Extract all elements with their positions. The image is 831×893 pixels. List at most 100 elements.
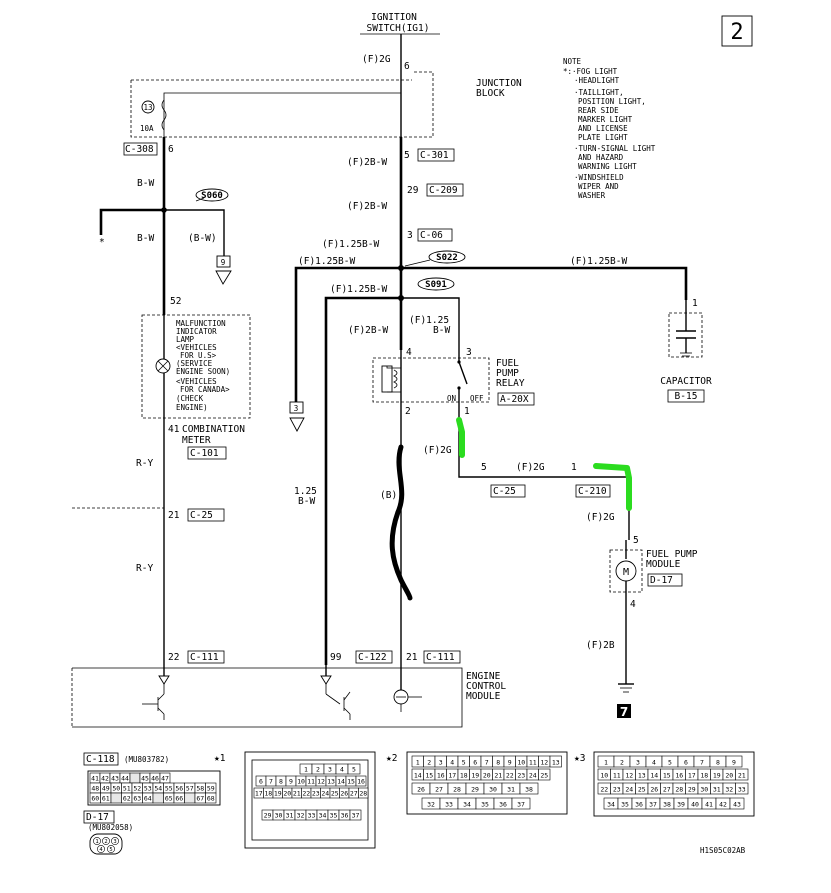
ecm-label-1: ENGINE <box>466 671 501 682</box>
connector-pin-number: 29 <box>264 812 272 820</box>
connector-pin-number: 37 <box>517 801 525 809</box>
pin-label: 3 <box>466 347 472 358</box>
junction-block: JUNCTION BLOCK 13 10A <box>130 71 522 138</box>
note-item: WIPER AND <box>578 182 619 191</box>
connector-pin-number: 34 <box>463 801 471 809</box>
connector-pin-number: 21 <box>293 790 301 798</box>
connector-pin-number: 28 <box>453 786 461 794</box>
connector-pin-number: 16 <box>437 772 445 780</box>
connector-pin-number: 21 <box>738 772 746 780</box>
terminal-9: 9 <box>221 258 226 267</box>
pin-label: 6 <box>168 144 174 155</box>
connector-pin-number: 11 <box>307 778 315 786</box>
ecm-label-3: MODULE <box>466 691 501 702</box>
connector-pin-cell <box>349 809 362 821</box>
wire-label: (F)2G <box>516 462 545 473</box>
connector-pin-number: 27 <box>663 786 671 794</box>
connector-pin-number: 15 <box>347 778 355 786</box>
malfunction-indicator-lamp: MALFUNCTION INDICATOR LAMP <VEHICLES FOR… <box>141 314 251 419</box>
connector-pin-number: 9 <box>289 778 293 786</box>
connector-pin-number: 5 <box>462 759 466 767</box>
combination-meter-label-2: METER <box>182 435 211 446</box>
connector-pin-number: 42 <box>101 775 109 783</box>
connector-pin-number: 48 <box>91 785 99 793</box>
connector-pin-number: 24 <box>529 772 537 780</box>
ignition-label-2: SWITCH(IG1) <box>367 23 430 34</box>
connector-pin-number: 32 <box>725 786 733 794</box>
connector-pin-number: 8 <box>279 778 283 786</box>
connector-pin-number: 3 <box>113 839 116 845</box>
connector-c122: C-122 <box>358 652 387 663</box>
connector-pin-number: 10 <box>517 759 525 767</box>
connector-c25-left: C-25 <box>190 510 213 521</box>
connector-pin-number: 23 <box>613 786 621 794</box>
connector-pin-cell <box>93 837 101 845</box>
junction-block-label-1: JUNCTION <box>476 78 522 89</box>
capacitor <box>668 300 703 358</box>
connector-pin-number: 37 <box>352 812 360 820</box>
wire-left-branch <box>294 266 401 402</box>
connector-pin-number: 60 <box>91 795 99 803</box>
connector-pin-number: 56 <box>175 785 183 793</box>
connector-pin-number: 33 <box>445 801 453 809</box>
connector-pin-number: 5 <box>352 766 356 774</box>
fuse-icon <box>141 100 155 114</box>
connector-pin-cell <box>205 792 217 804</box>
page-number: 2 <box>730 20 743 45</box>
mil-line: MALFUNCTION <box>176 319 226 328</box>
connector-pin-number: 43 <box>733 801 741 809</box>
connector-pin-number: 58 <box>196 785 204 793</box>
pin-label: 6 <box>404 61 410 72</box>
connector-star2: ★2 <box>386 753 397 764</box>
connector-d17-label: D-17 <box>86 812 109 823</box>
connector-pin-number: 4 <box>450 759 454 767</box>
connector-pin-cell <box>347 763 361 775</box>
ecm-label-2: CONTROL <box>466 681 506 692</box>
connector-pin-number: 28 <box>675 786 683 794</box>
pin-label: 21 <box>406 652 418 663</box>
wire-label: (F)1.25B-W <box>330 284 387 295</box>
connector-pin-number: 14 <box>414 772 422 780</box>
connector-pin-number: 12 <box>540 759 548 767</box>
connector-pin-number: 26 <box>340 790 348 798</box>
connector-c06: C-06 <box>420 230 443 241</box>
mil-line: ENGINE) <box>176 403 208 412</box>
pin-label: 2 <box>405 406 411 417</box>
junction-block-label-2: BLOCK <box>476 88 505 99</box>
connector-pin-number: 11 <box>613 772 621 780</box>
connector-pin-number: 31 <box>286 812 294 820</box>
note-item: PLATE LIGHT <box>578 133 628 142</box>
connector-c111-a: C-111 <box>190 652 219 663</box>
pin-label: 22 <box>168 652 179 663</box>
wire-label: (F)2B-W <box>348 325 388 336</box>
fuse-element-icon <box>161 99 167 131</box>
connector-pin-number: 4 <box>340 766 344 774</box>
terminal-3: 3 <box>294 404 299 413</box>
connector-pin-number: 67 <box>196 795 204 803</box>
connector-pin-number: 19 <box>471 772 479 780</box>
ground-triangle-icon <box>215 270 232 285</box>
connector-pin-cell <box>725 755 743 768</box>
connector-pin-cell <box>184 792 196 804</box>
connector-pin-number: 44 <box>121 775 129 783</box>
pin-label: 5 <box>404 150 410 161</box>
wire-label: R-Y <box>136 458 153 469</box>
page-number-box: 2 <box>721 15 753 47</box>
connector-pin-number: 38 <box>663 801 671 809</box>
connector-pin-number: 35 <box>621 801 629 809</box>
mil-line: FOR U.S> <box>180 351 217 360</box>
connector-pin-cell <box>511 797 531 810</box>
connector-pin-number: 33 <box>308 812 316 820</box>
mil-line: FOR CANADA> <box>180 385 230 394</box>
pin-label: 21 <box>168 510 180 521</box>
wire-label: (F)1.25B-W <box>298 256 355 267</box>
connector-pin-number: 29 <box>688 786 696 794</box>
connector-pin-number: 55 <box>165 785 173 793</box>
mil-line: <VEHICLES <box>176 343 217 352</box>
relay-off-label: OFF <box>470 394 484 403</box>
connector-pin-cell <box>729 797 745 810</box>
connector-c25-mid: C-25 <box>493 486 516 497</box>
connector-pin-number: 15 <box>663 772 671 780</box>
